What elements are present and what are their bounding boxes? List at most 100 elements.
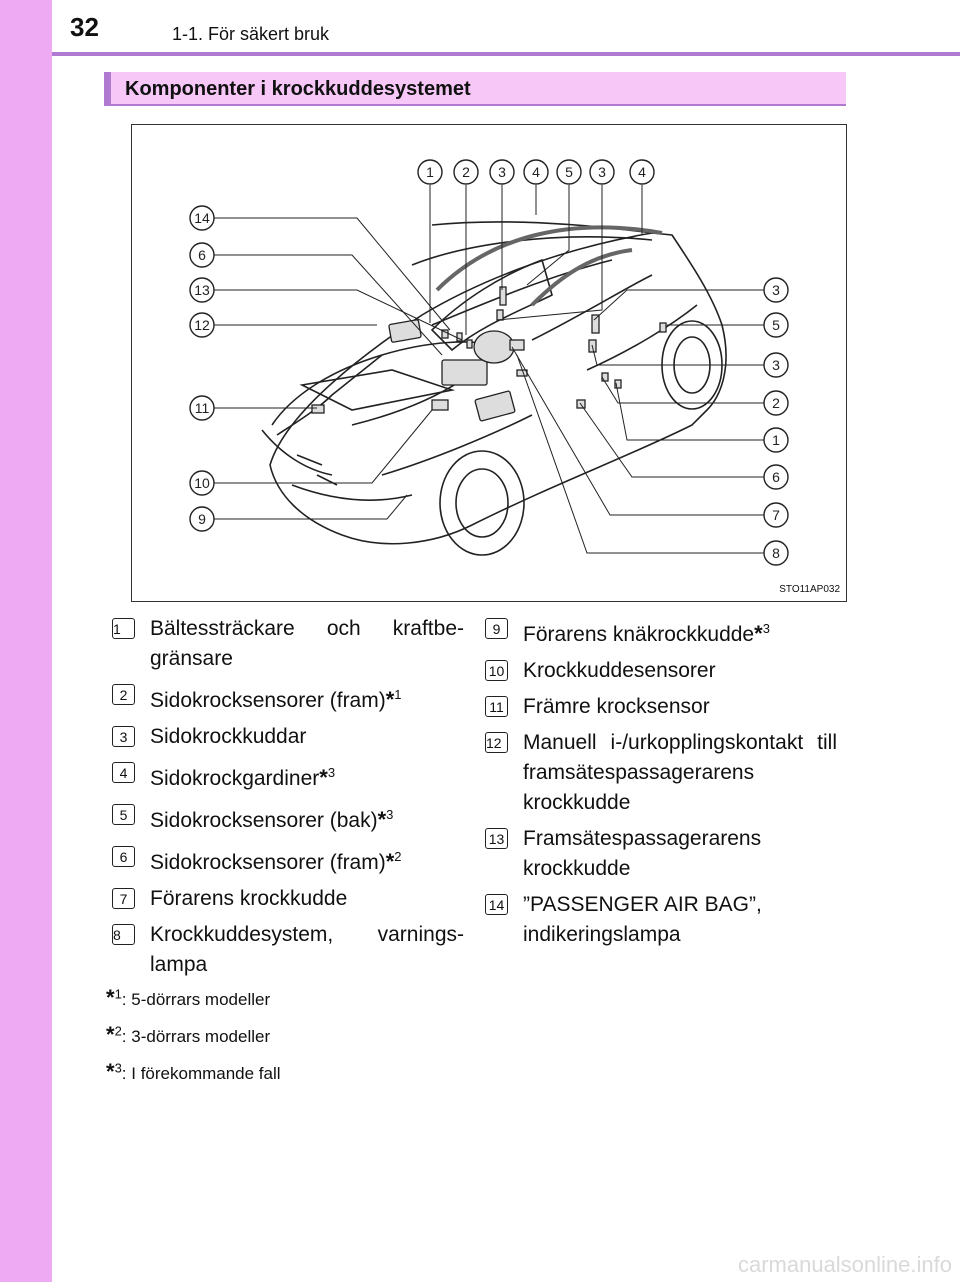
- footnote-mark: 3: [114, 1060, 122, 1076]
- footnote-star: *: [385, 687, 395, 712]
- legend-left-column: 1 Bältessträckare och kraftbe-gränsare 2…: [112, 614, 464, 986]
- callout-9: 9: [189, 506, 215, 532]
- item-text: Sidokrocksensorer (fram): [150, 851, 386, 874]
- footnote-text: : 5-dörrars modeller: [121, 990, 271, 1009]
- svg-text:5: 5: [565, 164, 573, 180]
- callout-right-8: 8: [763, 540, 789, 566]
- footnote-star: *: [319, 765, 328, 790]
- header-rule: [52, 52, 960, 56]
- footnote-star: *: [106, 1059, 115, 1084]
- svg-text:12: 12: [194, 317, 210, 333]
- svg-text:1: 1: [426, 164, 434, 180]
- item-number-badge: 14: [485, 894, 508, 915]
- callout-top-4: 4: [523, 159, 549, 185]
- svg-text:6: 6: [772, 469, 780, 485]
- legend-item: 4 Sidokrockgardiner*3: [112, 758, 464, 794]
- item-text: ”PASSENGER AIR BAG”, indikeringslampa: [523, 893, 762, 946]
- item-number-badge: 10: [485, 660, 508, 681]
- callout-13: 13: [189, 277, 215, 303]
- legend-item: 8 Krockkuddesystem, varnings-lampa: [112, 920, 464, 980]
- footnote-ref: 3: [762, 621, 770, 636]
- item-number-badge: 4: [112, 762, 135, 783]
- footnote-ref: 1: [394, 687, 402, 702]
- page-side-band: [0, 0, 52, 1282]
- item-text: Bältessträckare och kraftbe-gränsare: [150, 617, 464, 670]
- callout-right-7: 7: [763, 502, 789, 528]
- car-illustration: 14 6 13 12 11 10 9 1 2 3 4 5 3 4 3 5 3 2…: [189, 159, 789, 566]
- svg-text:11: 11: [195, 400, 210, 416]
- legend-item: 12 Manuell i-/urkopplingskontakt till fr…: [485, 728, 837, 818]
- item-text: Framsätespassagerarens krockkudde: [523, 827, 762, 880]
- svg-text:3: 3: [772, 282, 780, 298]
- item-text: Förarens knäkrockkudde: [523, 623, 755, 646]
- svg-text:10: 10: [194, 475, 210, 491]
- svg-text:4: 4: [638, 164, 646, 180]
- callout-6-left: 6: [189, 242, 215, 268]
- footnote-text: : 3-dörrars modeller: [121, 1027, 271, 1046]
- running-head: 1-1. För säkert bruk: [172, 24, 330, 44]
- legend-item: 13 Framsätespassagerarens krockkudde: [485, 824, 837, 884]
- callout-top-3b: 3: [589, 159, 615, 185]
- legend-item: 5 Sidokrocksensorer (bak)*3: [112, 800, 464, 836]
- item-text: Förarens krockkudde: [150, 887, 348, 910]
- svg-text:8: 8: [772, 545, 780, 561]
- svg-text:3: 3: [772, 357, 780, 373]
- footnote-star: *: [385, 849, 395, 874]
- legend-item: 7 Förarens krockkudde: [112, 884, 464, 914]
- item-number-badge: 7: [112, 888, 135, 909]
- item-number-badge: 6: [112, 846, 135, 867]
- svg-text:14: 14: [194, 210, 210, 226]
- car-airbag-diagram: 14 6 13 12 11 10 9 1 2 3 4 5 3 4 3 5 3 2…: [131, 124, 847, 602]
- svg-text:3: 3: [598, 164, 606, 180]
- item-text: Sidokrocksensorer (bak): [150, 809, 378, 832]
- svg-text:5: 5: [772, 317, 780, 333]
- item-number-badge: 13: [485, 828, 508, 849]
- item-text: Krockkuddesensorer: [523, 659, 716, 682]
- callout-right-2: 2: [763, 390, 789, 416]
- item-text: Krockkuddesystem, varnings-lampa: [150, 923, 464, 976]
- svg-text:2: 2: [772, 395, 780, 411]
- legend-item: 10 Krockkuddesensorer: [485, 656, 837, 686]
- legend-right-column: 9 Förarens knäkrockkudde*3 10 Krockkudde…: [485, 614, 837, 956]
- item-number-badge: 8: [112, 924, 135, 945]
- item-text: Sidokrockgardiner: [150, 767, 320, 790]
- legend-item: 2 Sidokrocksensorer (fram)*1: [112, 680, 464, 716]
- callout-14: 14: [189, 205, 215, 231]
- item-number-badge: 11: [485, 696, 508, 717]
- legend-item: 14 ”PASSENGER AIR BAG”, indikeringslampa: [485, 890, 837, 950]
- footnote-star: *: [106, 985, 115, 1010]
- item-number-badge: 9: [485, 618, 508, 639]
- footnote-ref: 3: [327, 765, 336, 780]
- callout-top-4b: 4: [629, 159, 655, 185]
- item-text: Främre krocksensor: [523, 695, 710, 718]
- svg-text:6: 6: [198, 247, 206, 263]
- footnote-mark: 2: [114, 1023, 122, 1039]
- figure-code: STO11AP032: [779, 584, 840, 595]
- footnote-star: *: [754, 621, 763, 646]
- callout-right-3: 3: [763, 277, 789, 303]
- footnote: *2: 3-dörrars modeller: [106, 1022, 281, 1048]
- callout-10: 10: [189, 470, 215, 496]
- svg-text:4: 4: [532, 164, 540, 180]
- callout-right-6: 6: [763, 464, 789, 490]
- section-title: Komponenter i krockkuddesystemet: [125, 78, 471, 100]
- legend-item: 6 Sidokrocksensorer (fram)*2: [112, 842, 464, 878]
- section-heading: Komponenter i krockkuddesystemet: [104, 72, 846, 106]
- item-number-badge: 1: [112, 618, 135, 639]
- footnote-mark: 1: [114, 986, 122, 1002]
- footnote: *3: I förekommande fall: [106, 1059, 281, 1085]
- item-number-badge: 12: [485, 732, 508, 753]
- footnote-ref: 3: [386, 807, 394, 822]
- svg-text:13: 13: [194, 282, 210, 298]
- item-text: Sidokrockkuddar: [150, 725, 307, 748]
- callout-11: 11: [189, 395, 215, 421]
- footnotes: *1: 5-dörrars modeller *2: 3-dörrars mod…: [106, 985, 281, 1096]
- svg-text:3: 3: [498, 164, 506, 180]
- svg-text:1: 1: [772, 432, 780, 448]
- footnote: *1: 5-dörrars modeller: [106, 985, 281, 1011]
- legend-item: 3 Sidokrockkuddar: [112, 722, 464, 752]
- footnote-star: *: [106, 1022, 115, 1047]
- callout-right-3b: 3: [763, 352, 789, 378]
- legend-item: 1 Bältessträckare och kraftbe-gränsare: [112, 614, 464, 674]
- legend-item: 9 Förarens knäkrockkudde*3: [485, 614, 837, 650]
